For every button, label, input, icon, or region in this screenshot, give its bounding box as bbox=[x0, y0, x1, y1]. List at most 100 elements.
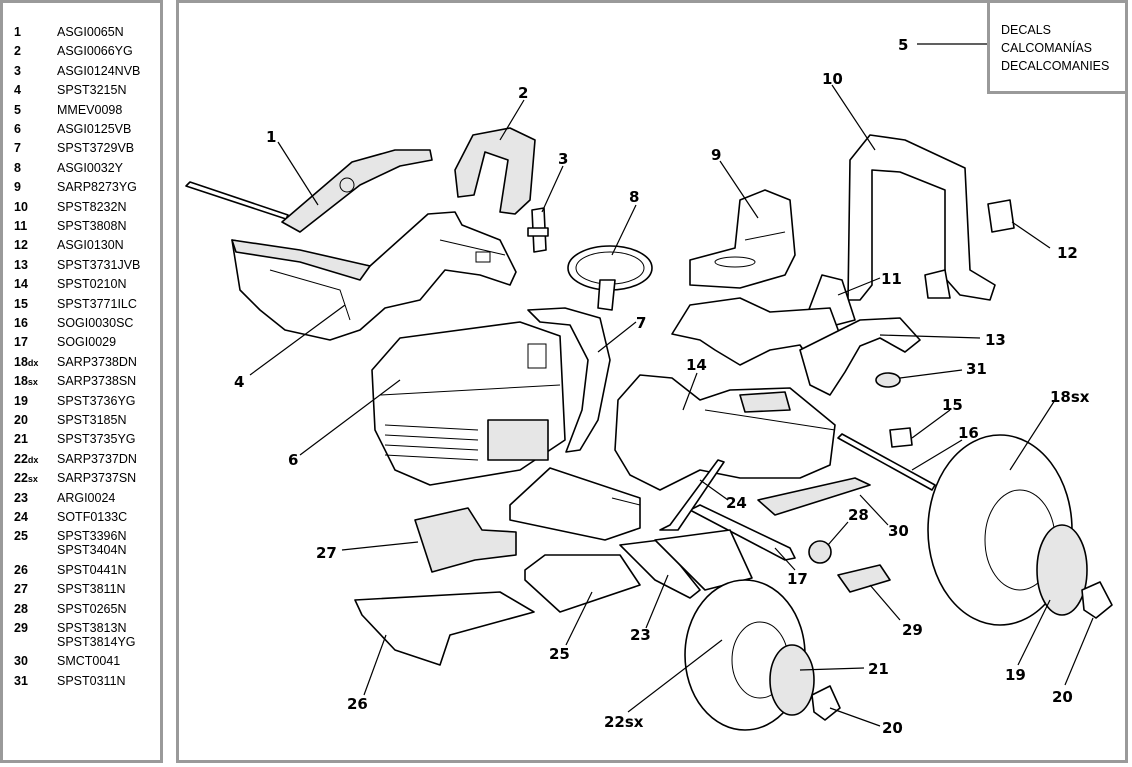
part-28-cap bbox=[808, 540, 832, 564]
part-number: 28 bbox=[14, 601, 28, 616]
part-number: 12 bbox=[14, 238, 28, 253]
part-number: 26 bbox=[14, 562, 28, 577]
part-number: 24 bbox=[14, 510, 28, 524]
part-code: SOGI0030SC bbox=[57, 316, 134, 330]
part-number: 7 bbox=[14, 141, 21, 156]
part-number: 20 bbox=[14, 413, 28, 427]
part-code: ASGI0065N bbox=[57, 25, 124, 39]
part-16-axle bbox=[837, 433, 936, 491]
part-code: SPST3736YG bbox=[57, 393, 136, 408]
part-22sx-wheel bbox=[684, 579, 815, 731]
part-24-tie-rod bbox=[659, 459, 725, 531]
part-code: SPST3811N bbox=[57, 582, 126, 597]
part-number: 18dx bbox=[14, 354, 39, 369]
part-number: 23 bbox=[14, 490, 28, 505]
callout-7: 7 bbox=[636, 314, 646, 332]
part-code: MMEV0098 bbox=[57, 102, 123, 117]
callout-labels: 12356789101112131415161718sx1920202122sx… bbox=[234, 36, 1090, 737]
callout-6: 6 bbox=[288, 451, 298, 469]
callout-8: 8 bbox=[629, 188, 639, 206]
callout-22sx: 22sx bbox=[604, 713, 644, 731]
part-code: SMCT0041 bbox=[57, 654, 121, 669]
part-code: SOTF0133C bbox=[57, 510, 128, 524]
part-4-pin bbox=[527, 207, 549, 253]
callout-20: 20 bbox=[882, 719, 903, 737]
part-code: SPST3735YG bbox=[57, 432, 136, 447]
part-floor-plate bbox=[654, 529, 753, 591]
part-number-suffix: sx bbox=[27, 377, 38, 388]
part-number: 22dx bbox=[14, 451, 39, 466]
part-code: ASGI0066YG bbox=[57, 44, 133, 59]
callout-27: 27 bbox=[316, 544, 337, 562]
part-code: SARP3738SN bbox=[57, 374, 137, 389]
part-code: SARP3737SN bbox=[57, 471, 137, 486]
part-number-suffix: sx bbox=[27, 474, 38, 485]
callout-10: 10 bbox=[822, 70, 843, 88]
part-number: 16 bbox=[14, 316, 28, 330]
callout-9: 9 bbox=[711, 146, 721, 164]
part-code: SPST3808N bbox=[57, 219, 127, 233]
part-27-pedal bbox=[414, 507, 517, 573]
part-code: SPST0311N bbox=[57, 673, 126, 688]
part-code: SARP3738DN bbox=[57, 354, 137, 369]
callout-14: 14 bbox=[686, 356, 707, 374]
part-number: 21 bbox=[14, 432, 28, 447]
part-1-front-guard bbox=[185, 149, 433, 233]
part-drawings bbox=[185, 127, 1113, 731]
decals-line-en: DECALS bbox=[1001, 23, 1052, 37]
part-25-footrest bbox=[524, 554, 641, 613]
part-15-bushing bbox=[889, 427, 913, 448]
callout-19: 19 bbox=[1005, 666, 1026, 684]
part-code: SPST3185N bbox=[57, 413, 127, 427]
callout-1: 1 bbox=[266, 128, 276, 146]
part-14-chassis bbox=[614, 374, 836, 491]
callout-21: 21 bbox=[868, 660, 889, 678]
part-code: SPST3814YG bbox=[57, 635, 136, 649]
leader-lines bbox=[249, 43, 1094, 727]
part-7-side-panel bbox=[527, 307, 611, 453]
callout-25: 25 bbox=[549, 645, 570, 663]
callout-11: 11 bbox=[881, 270, 902, 288]
part-number: 2 bbox=[14, 44, 21, 59]
part-code: SOGI0029 bbox=[57, 335, 117, 350]
part-number: 29 bbox=[14, 621, 28, 635]
callout-23: 23 bbox=[630, 626, 651, 644]
part-number: 3 bbox=[14, 63, 21, 78]
callout-3: 3 bbox=[558, 150, 568, 168]
part-code: SPST3731JVB bbox=[57, 257, 141, 272]
part-frame-plate bbox=[509, 467, 641, 541]
part-number: 10 bbox=[14, 199, 28, 214]
part-code: ARGI0024 bbox=[57, 490, 116, 505]
part-code: ASGI0130N bbox=[57, 238, 124, 253]
callout-29: 29 bbox=[902, 621, 923, 639]
callout-17: 17 bbox=[787, 570, 808, 588]
part-number: 11 bbox=[14, 219, 28, 233]
part-12-block bbox=[987, 199, 1015, 233]
part-code: ASGI0032Y bbox=[57, 160, 124, 175]
part-17-steering-rod bbox=[689, 504, 796, 561]
part-26-under-plate bbox=[354, 591, 535, 666]
part-code: SPST3771ILC bbox=[57, 296, 137, 311]
part-number: 1 bbox=[14, 25, 21, 39]
part-3-hood-frame bbox=[231, 211, 517, 341]
callout-26: 26 bbox=[347, 695, 368, 713]
part-number-suffix: dx bbox=[27, 454, 39, 465]
part-18sx-wheel bbox=[927, 434, 1088, 626]
callout-20: 20 bbox=[1052, 688, 1073, 706]
part-30-chain bbox=[757, 477, 871, 516]
callout-30: 30 bbox=[888, 522, 909, 540]
callout-16: 16 bbox=[958, 424, 979, 442]
part-2-grille bbox=[454, 127, 536, 215]
part-number-suffix: dx bbox=[27, 357, 39, 368]
callout-13: 13 bbox=[985, 331, 1006, 349]
part-number: 9 bbox=[14, 180, 21, 195]
callout-18sx: 18sx bbox=[1050, 388, 1090, 406]
part-number: 8 bbox=[14, 160, 21, 175]
part-number: 15 bbox=[14, 296, 28, 311]
part-number: 4 bbox=[14, 83, 21, 98]
part-number: 14 bbox=[14, 277, 28, 292]
part-code: ASGI0125VB bbox=[57, 122, 132, 136]
part-code: SARP3737DN bbox=[57, 451, 137, 466]
